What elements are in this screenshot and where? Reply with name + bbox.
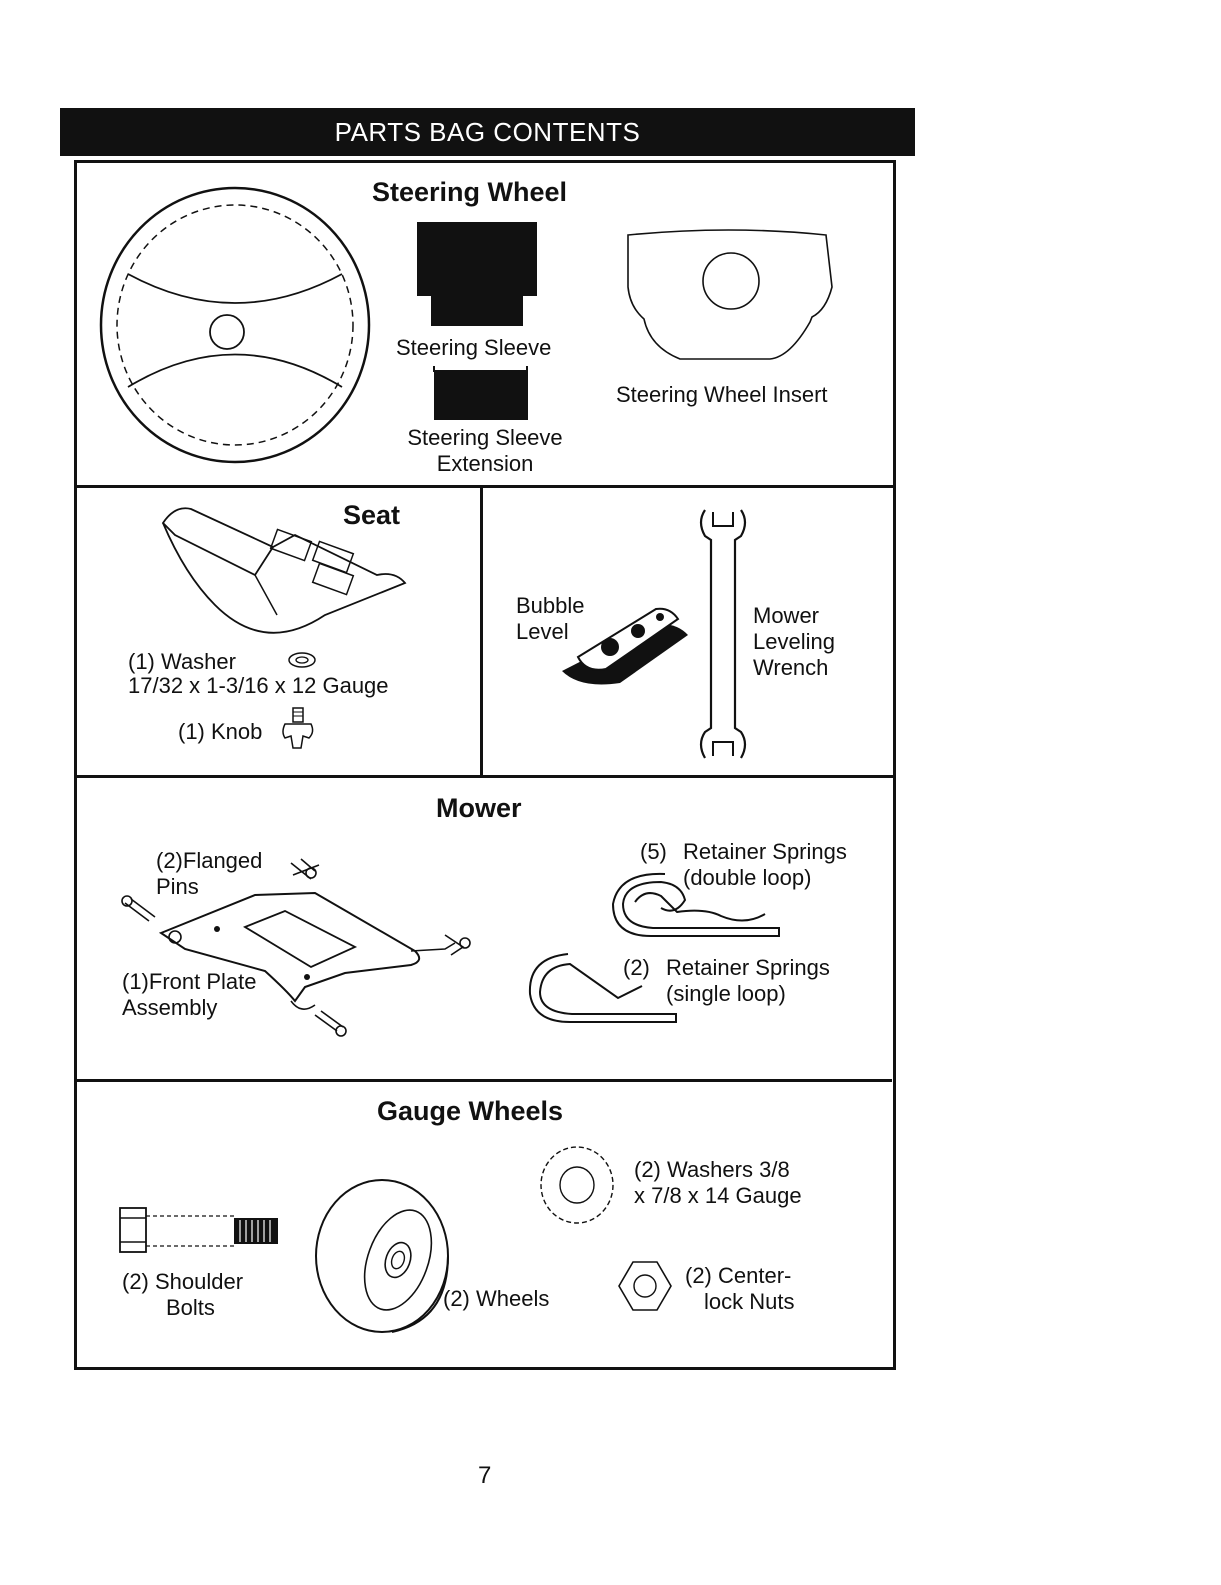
wheels-label: (2) Wheels <box>443 1286 550 1311</box>
retainer-spring-single-loop-icon <box>528 953 677 1023</box>
steering-sleeve-icon <box>417 222 537 326</box>
steering-sleeve-extension-label: Steering Sleeve Extension <box>380 425 590 477</box>
centerlock-nut-icon <box>618 1261 672 1311</box>
steering-wheel-heading: Steering Wheel <box>372 177 568 207</box>
mower-leveling-wrench-icon <box>699 509 747 759</box>
wrench-label-line-1: Mower <box>753 603 820 628</box>
steering-sleeve-extension-icon <box>433 366 528 420</box>
shoulder-bolts-label: (2) Shoulder <box>122 1269 244 1294</box>
knob-label: (1) Knob <box>178 719 263 744</box>
washers-label-line-2: x 7/8 x 14 Gauge <box>634 1183 802 1208</box>
divider-mower <box>74 1079 892 1082</box>
flanged-pins-label: (2)Flanged Pins <box>156 848 262 900</box>
double-loop-springs-quantity: (5) <box>640 839 667 864</box>
single-loop-label-line-1: Retainer Springs <box>666 955 830 980</box>
shoulder-bolt-icon <box>119 1207 278 1253</box>
flanged-pins-label-line-1: (2)Flanged <box>156 848 263 873</box>
section-title-bar: PARTS BAG CONTENTS <box>60 108 915 156</box>
bubble-level-label-line-2: Level <box>516 619 569 644</box>
shoulder-bolts-label-line-2: Bolts <box>166 1295 215 1320</box>
flanged-pins-label-line-2: Pins <box>156 874 199 899</box>
washer-icon <box>288 652 316 668</box>
page-title: PARTS BAG CONTENTS <box>334 116 641 147</box>
single-loop-springs-quantity: (2) <box>623 955 650 980</box>
page-number: 7 <box>478 1462 492 1489</box>
bubble-level-label-line-1: Bubble <box>516 593 585 618</box>
centerlock-nuts-label-line-2: lock Nuts <box>704 1289 795 1314</box>
divider-seat <box>74 775 896 778</box>
bubble-level-icon <box>562 607 688 685</box>
double-loop-springs-label: Retainer Springs (double loop) <box>683 839 847 891</box>
gauge-wheels-heading: Gauge Wheels <box>377 1096 564 1126</box>
washer-spec-label: 17/32 x 1-3/16 x 12 Gauge <box>128 673 389 698</box>
double-loop-label-line-2: (double loop) <box>683 865 812 890</box>
steering-wheel-insert-label: Steering Wheel Insert <box>616 382 828 407</box>
parts-frame <box>74 160 896 1370</box>
seat-heading: Seat <box>343 500 401 530</box>
steering-wheel-insert-icon <box>627 229 833 360</box>
steering-wheel-icon <box>99 186 371 464</box>
steering-sleeve-extension-label-line-2: Extension <box>436 451 534 476</box>
mower-heading: Mower <box>436 793 522 823</box>
steering-sleeve-extension-label-line-1: Steering Sleeve <box>407 425 563 450</box>
washers-label: (2) Washers 3/8 x 7/8 x 14 Gauge <box>634 1157 802 1209</box>
bubble-level-label: Bubble Level <box>516 593 585 645</box>
single-loop-springs-label: Retainer Springs (single loop) <box>666 955 830 1007</box>
wrench-label-line-3: Wrench <box>753 655 829 680</box>
washers-label-line-1: (2) Washers 3/8 <box>634 1157 790 1182</box>
front-plate-assembly-icon <box>121 858 471 1037</box>
flanged-pin-icon <box>290 858 320 880</box>
retainer-spring-double-loop-icon <box>611 872 780 937</box>
front-plate-assembly-label: (1)Front Plate Assembly <box>122 969 257 1021</box>
centerlock-nuts-label: (2) Center- <box>685 1263 792 1288</box>
gauge-wheel-icon <box>315 1179 449 1333</box>
washer-label: (1) Washer <box>128 649 236 674</box>
steering-sleeve-label: Steering Sleeve <box>396 335 552 360</box>
gauge-washer-icon <box>540 1146 614 1224</box>
divider-seat-level <box>480 485 483 777</box>
divider-steering <box>74 485 896 488</box>
seat-icon <box>161 507 407 634</box>
mower-leveling-wrench-label: Mower Leveling Wrench <box>753 603 835 681</box>
wrench-label-line-2: Leveling <box>753 629 835 654</box>
single-loop-label-line-2: (single loop) <box>666 981 786 1006</box>
front-plate-label-line-2: Assembly <box>122 995 218 1020</box>
knob-icon <box>282 707 314 749</box>
double-loop-label-line-1: Retainer Springs <box>683 839 847 864</box>
front-plate-label-line-1: (1)Front Plate <box>122 969 257 994</box>
